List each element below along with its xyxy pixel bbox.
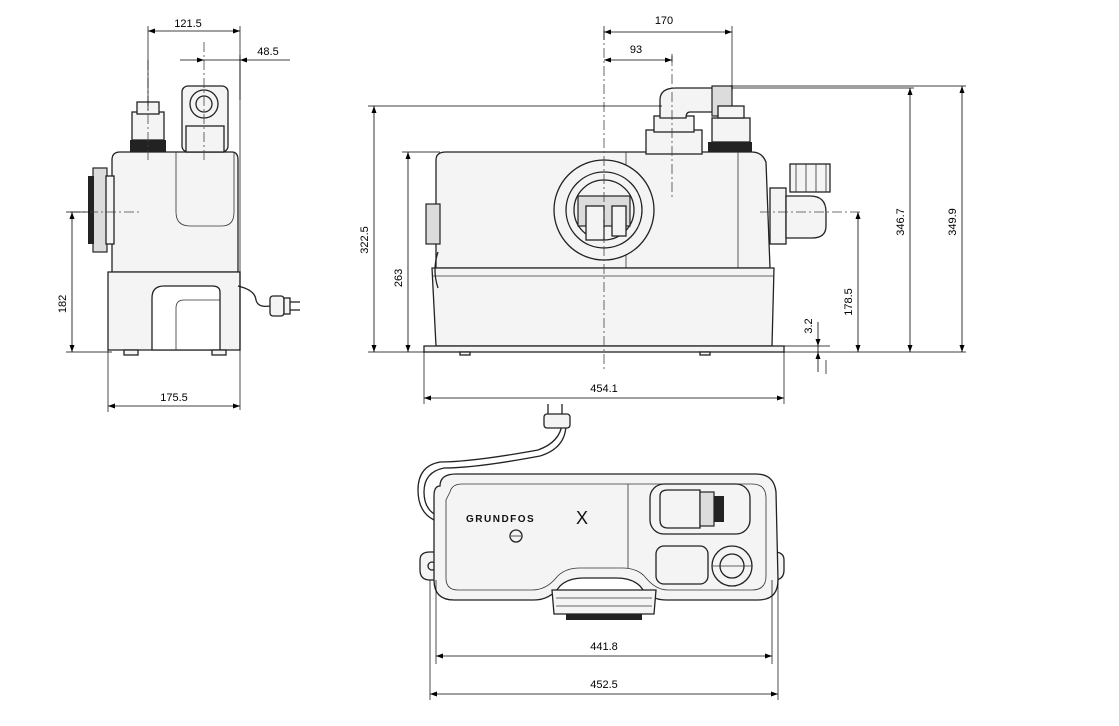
dim-overall-length: 452.5 <box>590 679 618 691</box>
front-view-dimensions: 170 93 322.5 263 178.5 3.2 <box>359 15 966 404</box>
dim-center-offset: 93 <box>630 44 642 56</box>
dim-top-height: 346.7 <box>895 208 907 236</box>
side-view-inlet-ring <box>92 167 108 253</box>
side-view <box>70 42 300 356</box>
front-view-side-inlet <box>769 187 787 245</box>
dim-base-length: 454.1 <box>590 383 618 395</box>
front-view-switch <box>425 203 441 245</box>
front-view-outlet-elbow <box>659 87 715 119</box>
dim-outlet-spacing: 170 <box>655 15 673 27</box>
dim-outlet-offset: 48.5 <box>257 46 278 58</box>
top-view-dimensions: 441.8 452.5 <box>429 580 779 700</box>
top-view-brand-mark: X <box>576 508 588 528</box>
side-view-base-arch <box>151 285 221 351</box>
top-view-plug <box>543 413 571 429</box>
dim-overall-height: 349.9 <box>947 208 959 236</box>
dim-top-width: 121.5 <box>174 18 202 30</box>
dim-mount-spacing: 441.8 <box>590 641 618 653</box>
top-view-brand-logo: GRUNDFOS <box>466 514 535 525</box>
dim-base-width: 175.5 <box>160 392 188 404</box>
side-view-dimensions: 121.5 48.5 182 175.5 <box>57 18 290 412</box>
front-view <box>423 30 860 370</box>
top-view-switch-box <box>655 545 709 585</box>
dim-inlet-height-front: 178.5 <box>843 288 855 316</box>
top-view-bottom-inlet <box>551 589 657 615</box>
side-view-body <box>111 151 239 273</box>
side-view-plug <box>269 295 285 317</box>
top-view-cable <box>417 423 563 521</box>
dim-inlet-height: 182 <box>57 295 69 313</box>
side-view-cable <box>237 285 271 308</box>
dim-base-gap: 3.2 <box>803 318 815 333</box>
top-view: GRUNDFOS X <box>417 404 785 620</box>
front-view-outlet-base <box>645 129 703 155</box>
front-view-vent-thread <box>708 142 752 152</box>
dim-overall-height-left: 322.5 <box>359 226 371 254</box>
dim-body-height: 263 <box>393 269 405 287</box>
front-view-tank <box>431 267 775 347</box>
